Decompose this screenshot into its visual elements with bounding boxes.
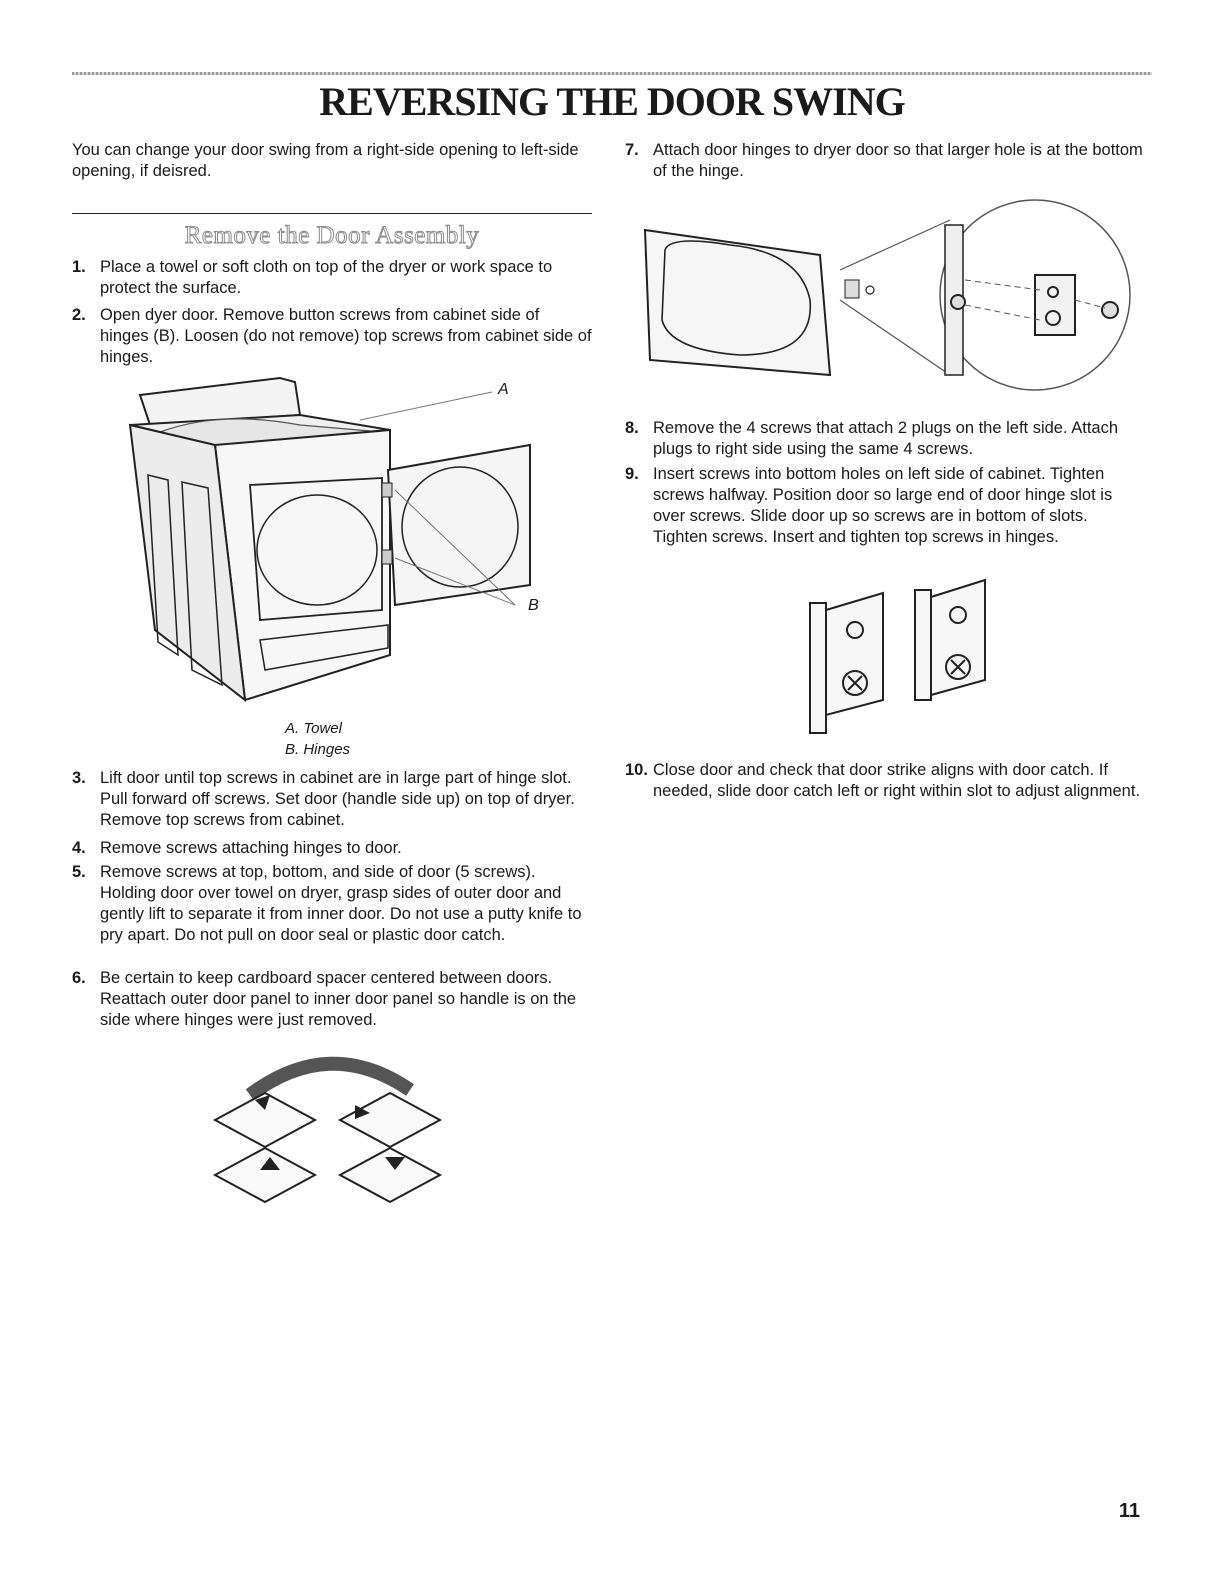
step-number: 5. <box>72 863 86 881</box>
step-4: 4. Remove screws attaching hinges to doo… <box>72 838 592 859</box>
hinge-screws-illustration <box>809 578 986 734</box>
callout-label-b: B <box>528 597 539 614</box>
step-text: Place a towel or soft cloth on top of th… <box>100 258 553 297</box>
step-number: 10. <box>625 761 648 779</box>
step-10: 10. Close door and check that door strik… <box>625 760 1145 802</box>
step-number: 6. <box>72 969 86 987</box>
top-rule <box>72 72 1152 75</box>
step-text: Be certain to keep cardboard spacer cent… <box>100 969 577 1029</box>
door-panel-rotate-illustration <box>212 1056 443 1204</box>
caption-towel: A. Towel <box>285 720 342 737</box>
step-2: 2. Open dyer door. Remove button screws … <box>72 305 592 368</box>
step-9: 9. Insert screws into bottom holes on le… <box>625 464 1145 548</box>
step-text: Insert screws into bottom holes on left … <box>653 465 1113 546</box>
step-number: 8. <box>625 419 639 437</box>
step-text: Remove screws at top, bottom, and side o… <box>100 863 582 944</box>
step-6: 6. Be certain to keep cardboard spacer c… <box>72 968 592 1031</box>
page-title: REVERSING THE DOOR SWING <box>319 79 905 124</box>
step-8: 8. Remove the 4 screws that attach 2 plu… <box>625 418 1145 460</box>
step-text: Remove screws attaching hinges to door. <box>100 839 402 857</box>
step-7: 7. Attach door hinges to dryer door so t… <box>625 140 1145 182</box>
section-rule <box>72 213 592 214</box>
step-number: 4. <box>72 839 86 857</box>
caption-hinges: B. Hinges <box>285 741 351 758</box>
page-number: 11 <box>1118 1500 1140 1522</box>
callout-label-a: A <box>498 381 509 398</box>
step-text: Close door and check that door strike al… <box>653 761 1141 800</box>
section-heading: Remove the Door Assembly <box>184 222 480 250</box>
step-number: 2. <box>72 306 86 324</box>
step-number: 9. <box>625 465 639 483</box>
step-text: Remove the 4 screws that attach 2 plugs … <box>653 419 1119 458</box>
step-number: 3. <box>72 769 86 787</box>
step-1: 1. Place a towel or soft cloth on top of… <box>72 257 592 299</box>
left-column: You can change your door swing from a ri… <box>72 140 592 182</box>
step-number: 7. <box>625 141 639 159</box>
step-text: Attach door hinges to dryer door so that… <box>653 141 1143 180</box>
step-text: Lift door until top screws in cabinet ar… <box>100 769 575 829</box>
step-3: 3. Lift door until top screws in cabinet… <box>72 768 592 831</box>
door-hinge-detail-illustration <box>643 199 1131 391</box>
intro-paragraph: You can change your door swing from a ri… <box>72 141 579 180</box>
step-number: 1. <box>72 258 86 276</box>
step-text: Open dyer door. Remove button screws fro… <box>100 306 592 366</box>
dryer-door-open-illustration <box>128 376 531 703</box>
step-5: 5. Remove screws at top, bottom, and sid… <box>72 862 592 946</box>
